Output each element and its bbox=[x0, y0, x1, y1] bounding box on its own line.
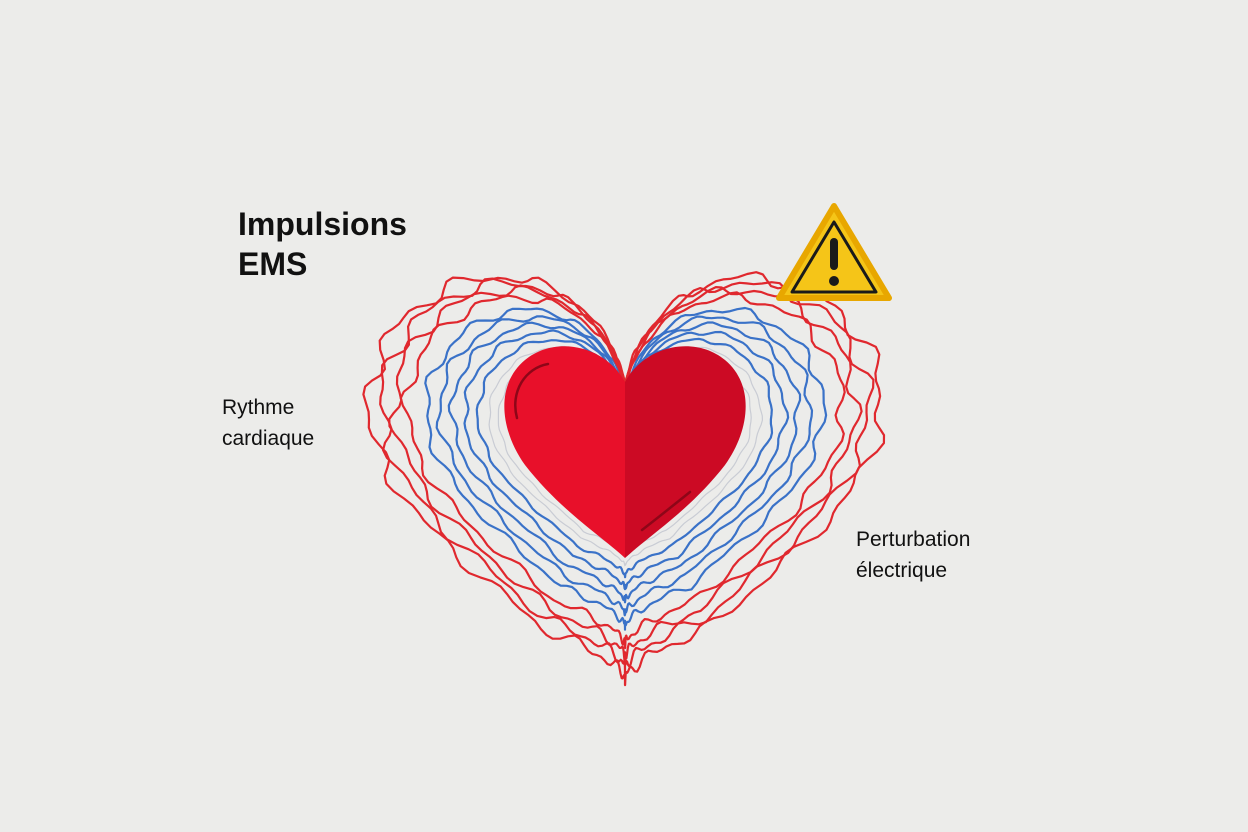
blue-wave-ring-2 bbox=[463, 329, 790, 591]
warning-triangle-icon bbox=[776, 203, 892, 301]
blue-wave-ring-5 bbox=[424, 306, 828, 631]
faint-wave-ring-2 bbox=[488, 345, 764, 567]
warning-triangle-inner-border bbox=[790, 220, 878, 294]
heart-highlight-right bbox=[640, 490, 692, 532]
diagram-title: Impulsions EMS bbox=[238, 204, 407, 284]
blue-wave-ring-1 bbox=[475, 337, 774, 579]
rhythm-label-line-1: Rythme bbox=[222, 396, 295, 419]
heart-left-half bbox=[504, 346, 625, 558]
rhythm-label-line-2: cardiaque bbox=[222, 427, 315, 450]
blue-wave-ring-4 bbox=[435, 315, 814, 617]
heart-right-half bbox=[625, 346, 746, 558]
exclamation-bar bbox=[830, 238, 838, 270]
disturbance-label-line-1: Perturbation bbox=[856, 528, 971, 551]
heart-icon bbox=[504, 346, 746, 558]
exclamation-dot bbox=[829, 276, 839, 286]
red-wave-ring-1 bbox=[399, 291, 846, 650]
title-line-1: Impulsions bbox=[238, 206, 407, 242]
disturbance-label: Perturbation électrique bbox=[856, 524, 970, 586]
rhythm-label: Rythme cardiaque bbox=[222, 392, 314, 454]
blue-wave-ring-3 bbox=[447, 321, 802, 604]
disturbance-label-line-2: électrique bbox=[856, 559, 948, 582]
title-line-2: EMS bbox=[238, 246, 308, 282]
heart-highlight-left bbox=[514, 362, 550, 420]
